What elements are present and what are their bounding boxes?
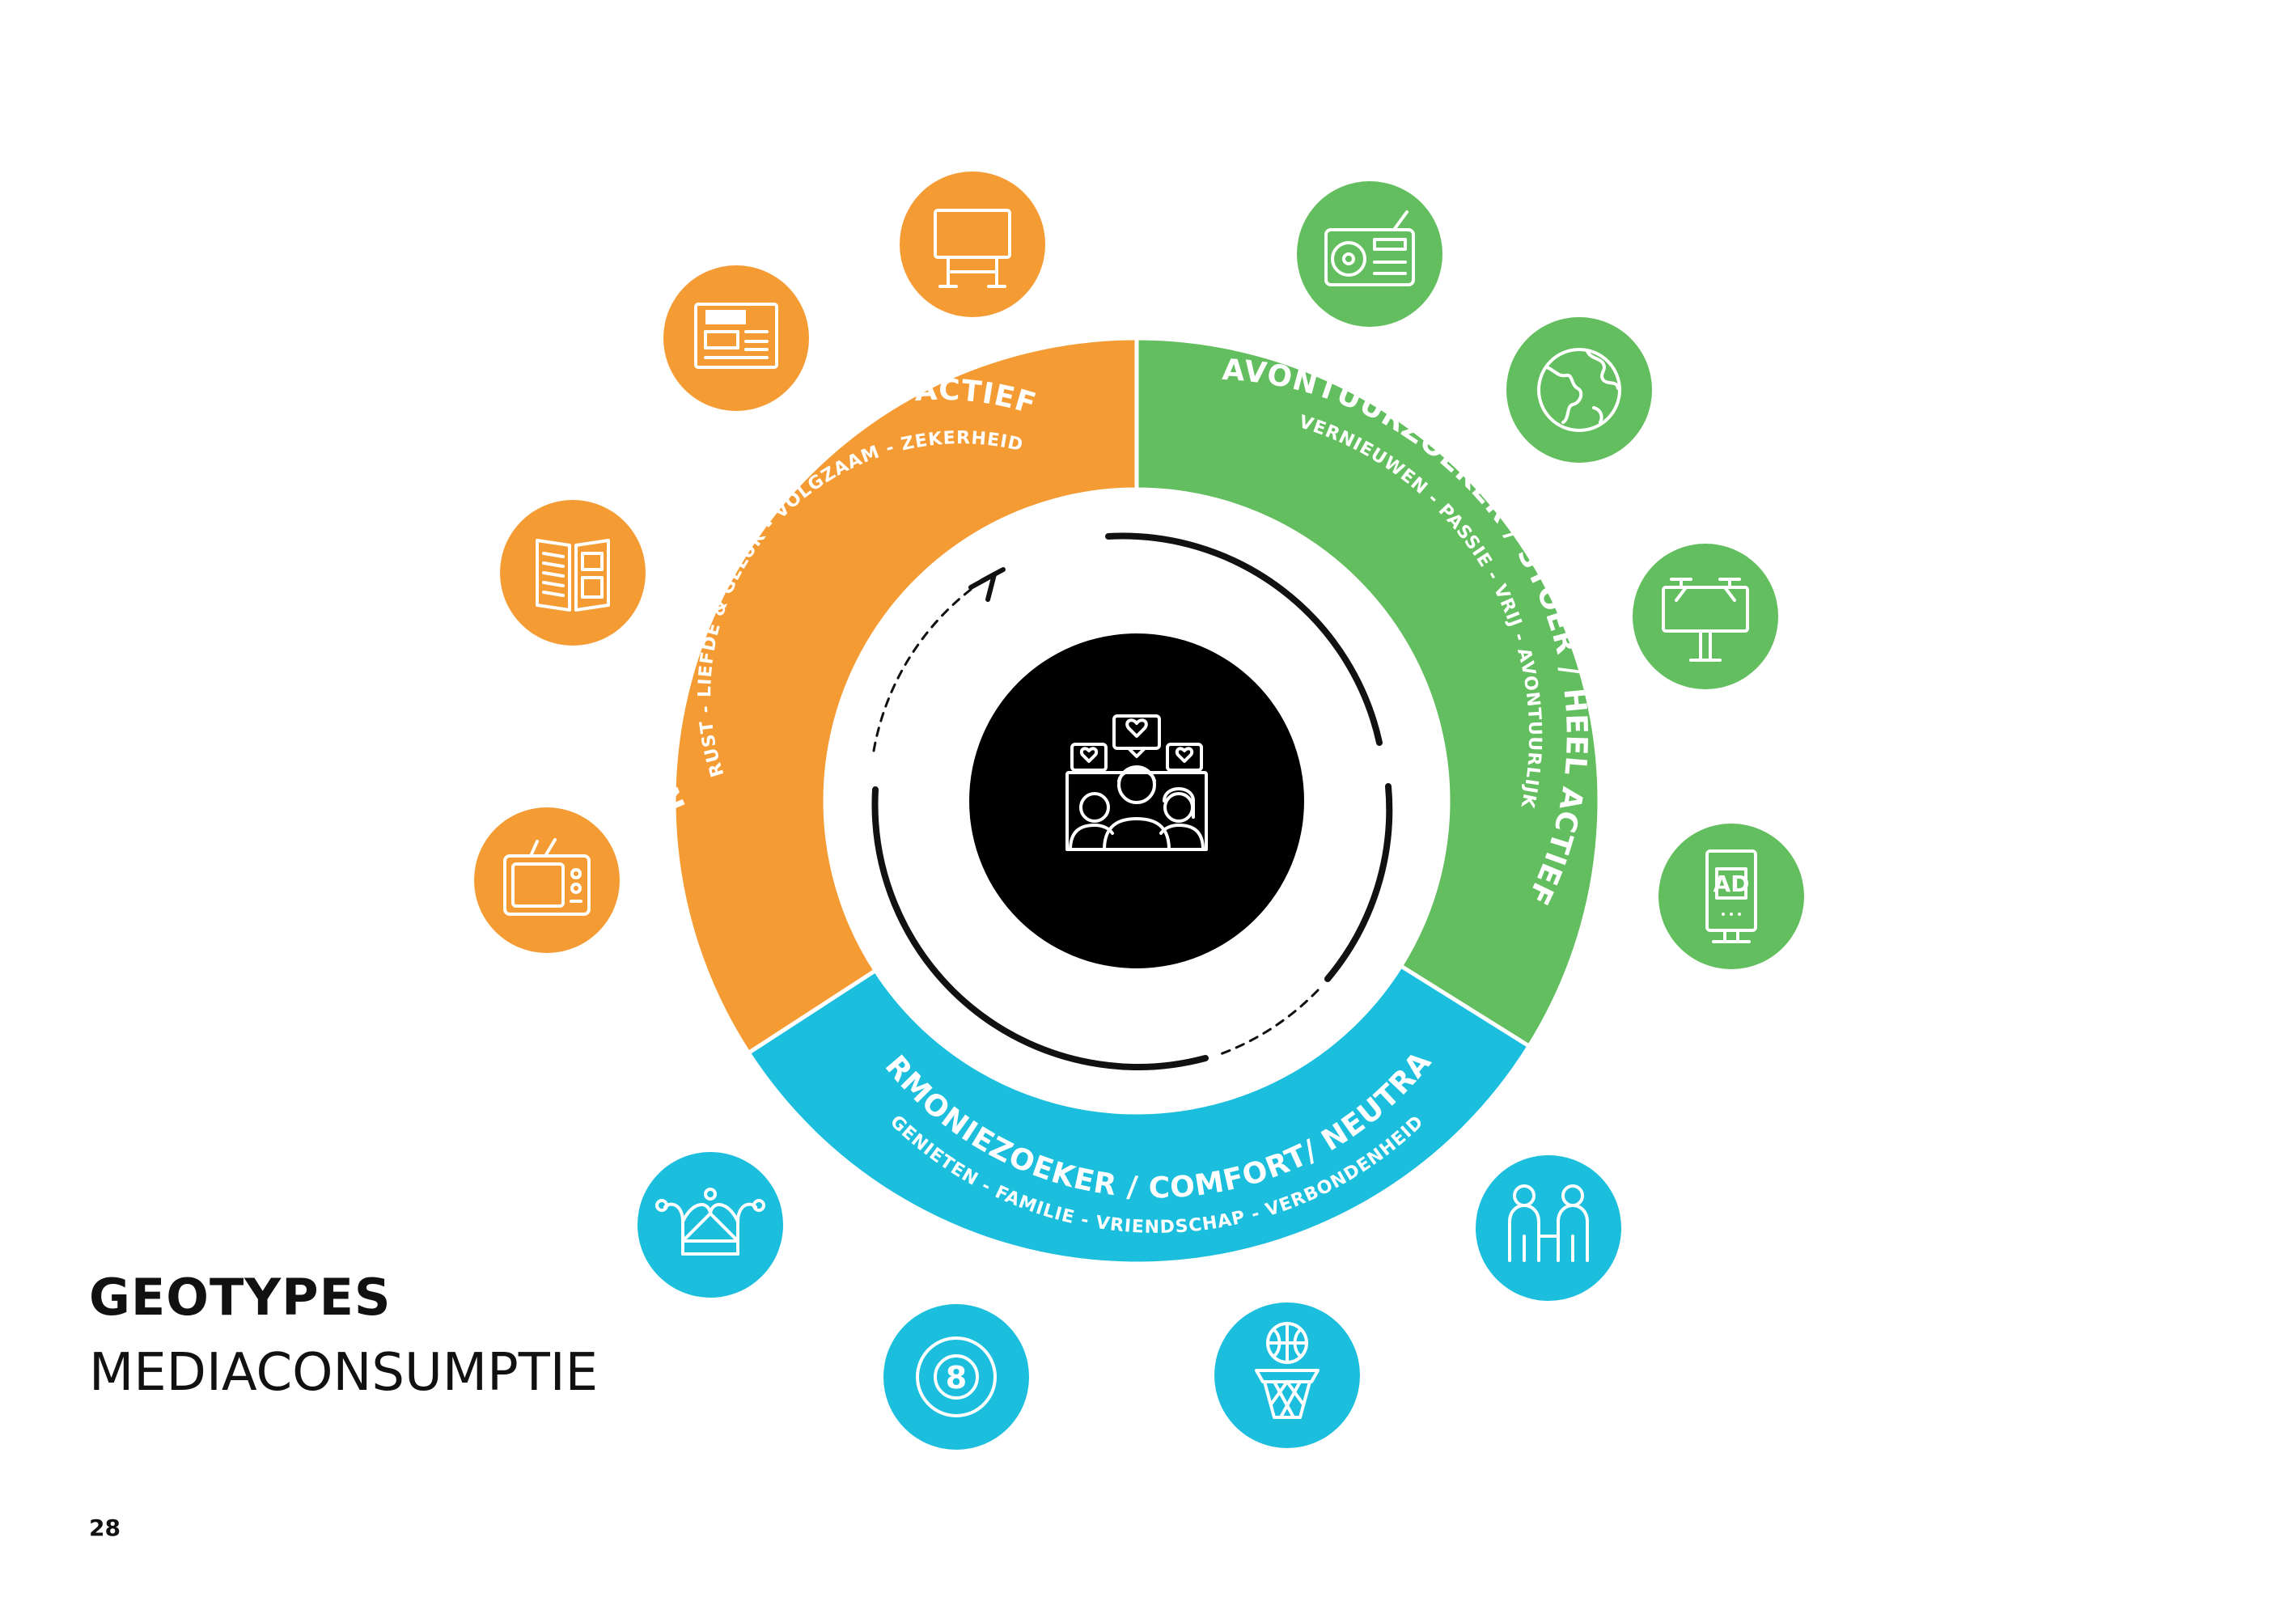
svg-text:NEWS: NEWS [707, 311, 745, 324]
family-icon [1065, 714, 1208, 851]
ad-column-icon: AD [1705, 849, 1757, 943]
newspaper-icon: NEWS [694, 303, 778, 369]
bubble-jester-hat [638, 1152, 783, 1298]
svg-text:AD: AD [1714, 870, 1750, 897]
cycle-arc-dashed-bottom [1214, 989, 1320, 1057]
page-title: GEOTYPES [89, 1268, 392, 1327]
bubble-people [1476, 1155, 1621, 1301]
page-subtitle: MEDIACONSUMPTIE [89, 1343, 598, 1403]
segment-avontuurzoeker [1134, 336, 1602, 1049]
cycle-arc-dashed-left [872, 574, 993, 752]
cycle-arc-solid-bottom [871, 786, 1209, 1070]
cycle-arrowhead [968, 567, 1006, 602]
bubble-billiard-ball: 8 [883, 1304, 1029, 1450]
page-number: 28 [89, 1514, 121, 1541]
radio-icon [1324, 210, 1415, 286]
cycle-arrows [871, 532, 1393, 1070]
basketball-icon [1255, 1322, 1320, 1419]
cycle-arc-solid-right [1324, 783, 1393, 982]
bubble-basketball [1214, 1302, 1360, 1448]
segment-rustzoeker [671, 336, 1139, 1056]
globe-icon [1537, 348, 1621, 432]
bubble-newspaper: NEWS [663, 265, 809, 411]
people-icon [1508, 1184, 1589, 1262]
cycle-arc-solid-top [1105, 532, 1383, 746]
bubble-magazine [500, 500, 646, 646]
billboard-icon [934, 209, 1011, 288]
svg-text:8: 8 [946, 1360, 967, 1396]
jester-hat-icon [655, 1188, 765, 1256]
billiard-ball-icon: 8 [916, 1336, 997, 1417]
bubble-billboard [900, 172, 1045, 317]
magazine-icon [536, 539, 610, 612]
bubble-globe [1506, 317, 1652, 463]
segment-ring [671, 336, 1602, 1266]
bubble-radio [1297, 181, 1442, 327]
large-billboard-icon [1662, 578, 1749, 662]
bubble-tv [474, 807, 620, 953]
bubble-ad-column: AD [1658, 824, 1804, 969]
segment-harmoniezoeker [745, 963, 1532, 1266]
tv-icon [503, 838, 591, 916]
bubble-large-billboard [1633, 544, 1778, 689]
